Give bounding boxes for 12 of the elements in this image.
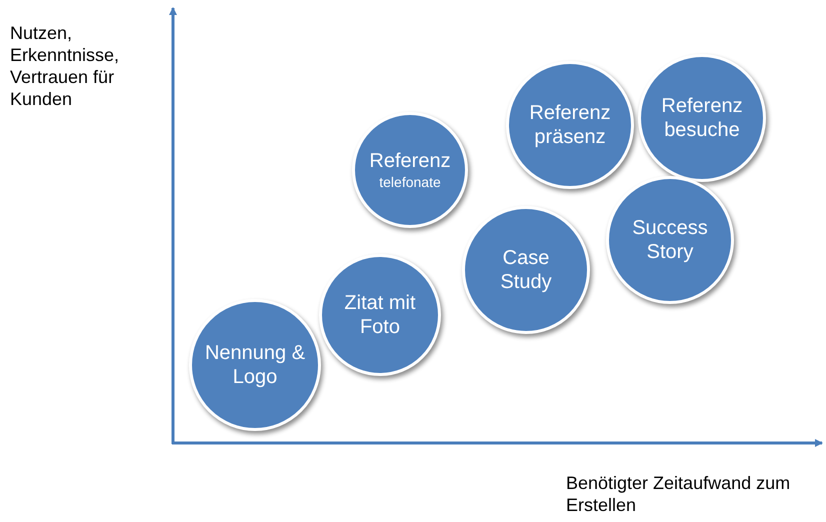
bubble-label: Referenz präsenz [528, 101, 612, 149]
bubble [606, 176, 734, 304]
bubble-label: Success Story [631, 216, 709, 264]
bubble-label: Case Study [499, 246, 553, 294]
bubble-label: Referenz [368, 149, 452, 173]
bubble-label: Referenz besuche [660, 94, 744, 142]
bubble-label: Zitat mit Foto [343, 291, 417, 339]
bubble [319, 254, 441, 376]
bubble-label: Nennung & Logo [204, 341, 306, 389]
bubble-sublabel: telefonate [379, 173, 441, 191]
x-axis-label: Benötigter Zeitaufwand zum Erstellen [566, 472, 792, 516]
y-axis-label: Nutzen, Erkenntnisse, Vertrauen für Kunden [10, 22, 120, 110]
